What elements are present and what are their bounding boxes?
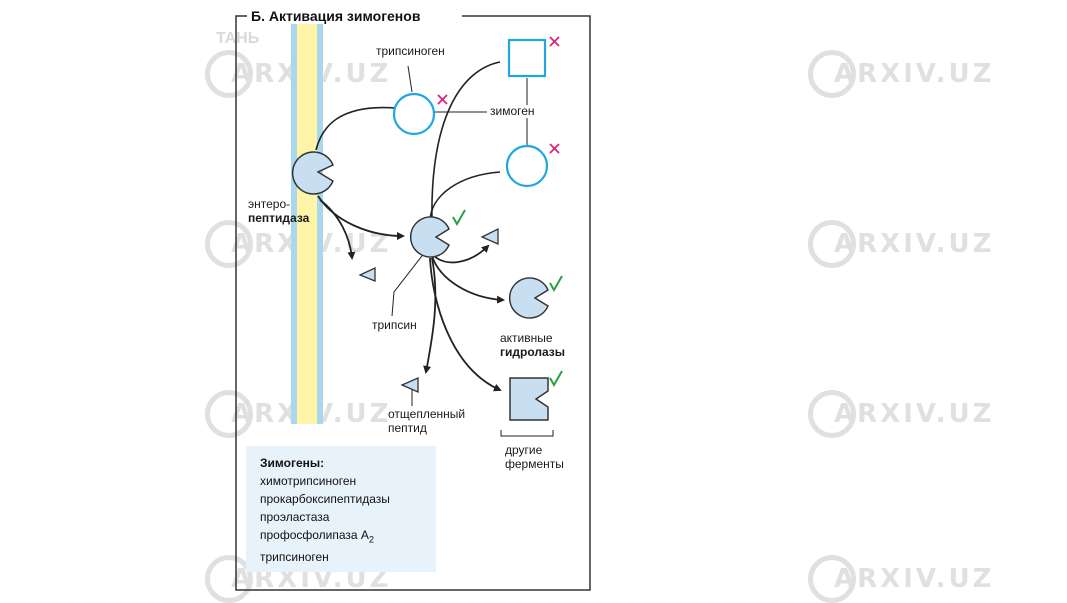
frame-border (235, 15, 591, 591)
bracket-other-enzymes (500, 430, 554, 437)
watermark-tan-logo: TAHЬ (216, 30, 260, 47)
label-other-line2: ферменты (505, 457, 564, 471)
zymogen-item: прокарбоксипептидазы (260, 492, 390, 506)
membrane-blue-left (291, 22, 297, 424)
zymogen-item: химотрипсиноген (260, 474, 357, 488)
zymogen-item: проэластаза (260, 510, 330, 524)
leader-trypsin (391, 251, 426, 317)
arrow-trypsin-to-hydrolases (431, 255, 505, 304)
peptide-triangle-left (358, 266, 376, 282)
label-trypsin: трипсин (372, 318, 417, 332)
zymogen-item-text: профосфолипаза А (260, 528, 369, 542)
active-hydrolase-enzyme (508, 277, 549, 319)
curve-square-zymogen (431, 61, 501, 223)
label-active-line2: гидролазы (500, 345, 566, 359)
cross-icon (549, 36, 560, 47)
watermark-logo-icon (808, 390, 856, 438)
arrow-enteropeptidase-to-trypsin (317, 195, 405, 240)
label-active-line1: активные (500, 331, 553, 345)
watermark-logo-icon (808, 220, 856, 268)
curve-trypsinogen (315, 106, 397, 151)
zymogen-item-subscript: 2 (368, 534, 374, 545)
arrow-trypsin-to-other-enzymes (429, 257, 502, 392)
label-cleaved-line2: пептид (388, 421, 427, 435)
arrow-enteropeptidase-to-peptide (319, 199, 356, 260)
other-enzyme-square (509, 377, 549, 421)
watermark-logo-icon (205, 220, 253, 268)
leader-trypsinogen (407, 65, 413, 93)
cross-icon (549, 143, 560, 154)
watermark: ARXIV.UZ (808, 220, 994, 268)
zymogen-item: трипсиноген (260, 550, 329, 565)
peptide-triangle-cleaved (400, 377, 419, 393)
zymogens-list-box: Зимогены: химотрипсиноген прокарбоксипеп… (246, 446, 436, 572)
label-trypsinogen: трипсиноген (376, 44, 445, 58)
membrane-yellow (297, 22, 317, 424)
label-zymogen: зимоген (490, 104, 535, 118)
check-icon (549, 275, 563, 293)
arrow-trypsin-to-cleaved-peptide (423, 257, 437, 374)
trypsin-enzyme (409, 216, 450, 258)
zymogens-heading: Зимогены: (260, 456, 325, 470)
enteropeptidase-enzyme (291, 151, 334, 195)
square-zymogen (507, 38, 547, 78)
watermark-logo-icon (205, 390, 253, 438)
cross-icon (437, 94, 448, 105)
watermark: ARXIV.UZ (808, 555, 994, 603)
check-icon (549, 370, 563, 388)
trypsinogen-zymogen (392, 92, 436, 136)
label-enteropeptidase-line1: энтеро- (248, 197, 291, 211)
peptide-triangle-right (480, 227, 499, 245)
section-title: Б. Активация зимогенов (247, 8, 425, 24)
check-icon (452, 209, 466, 227)
watermark-logo-icon (808, 50, 856, 98)
label-enteropeptidase-line2: пептидаза (248, 211, 310, 225)
watermark-logo-icon (205, 50, 253, 98)
membrane-blue-right (317, 22, 323, 424)
curve-circle-zymogen (429, 171, 501, 223)
arrow-trypsin-to-peptide-right (431, 244, 490, 264)
watermark: ARXIV.UZ (808, 390, 994, 438)
circle-zymogen (505, 144, 549, 188)
watermark: ARXIV.UZ (808, 50, 994, 98)
label-other-line1: другие (505, 443, 543, 457)
zymogen-item: профосфолипаза А2 (260, 526, 436, 548)
label-cleaved-line1: отщепленный (388, 407, 466, 421)
